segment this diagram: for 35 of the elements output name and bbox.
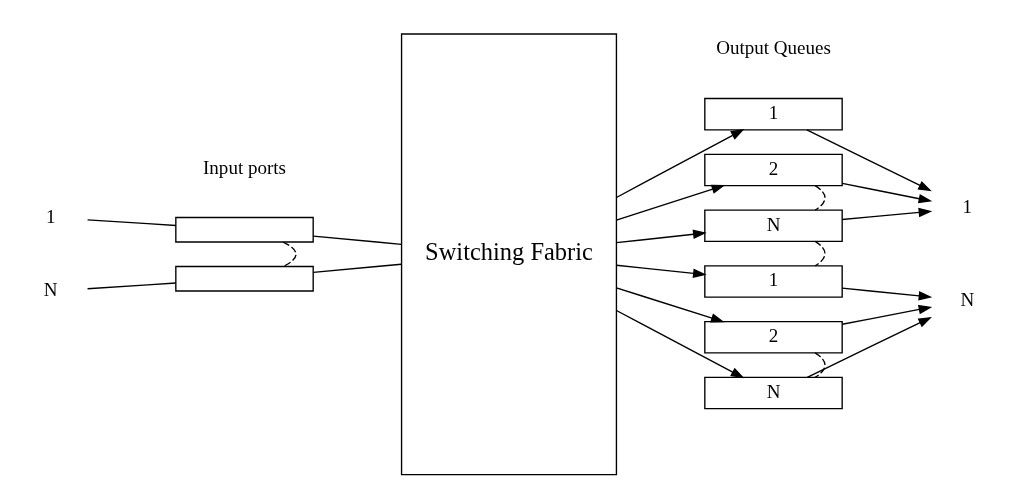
connector [282,240,297,267]
arrow [841,287,933,301]
connector [86,281,177,289]
arrow [841,182,933,203]
arrow [615,264,707,278]
connector [312,263,402,273]
node-box: N [704,208,843,242]
node-text: 1 [45,205,56,227]
connector [814,240,826,266]
arrow [806,316,932,378]
label: Input ports [203,156,286,178]
arrow [615,128,745,198]
node-text: N [960,288,975,310]
connector [312,234,402,245]
node-text: N [43,278,58,300]
node-box: 2 [704,153,843,186]
arrow [615,184,726,221]
arrow [806,128,932,191]
label: Output Queues [716,36,831,58]
node-box: N [704,376,843,409]
arrow [615,286,725,323]
node-box [175,216,314,243]
node-text: 1 [962,195,973,217]
connector [814,351,826,378]
arrow [615,309,745,378]
node-box [175,265,314,292]
connector [86,218,177,226]
node-box: 2 [704,320,843,354]
arrow [841,304,933,325]
connector [814,184,826,211]
node-box: 1 [704,97,843,130]
node-box: Switching Fabric [400,32,618,475]
arrow [615,229,707,243]
arrow [841,207,933,220]
node-box: 1 [704,264,843,298]
